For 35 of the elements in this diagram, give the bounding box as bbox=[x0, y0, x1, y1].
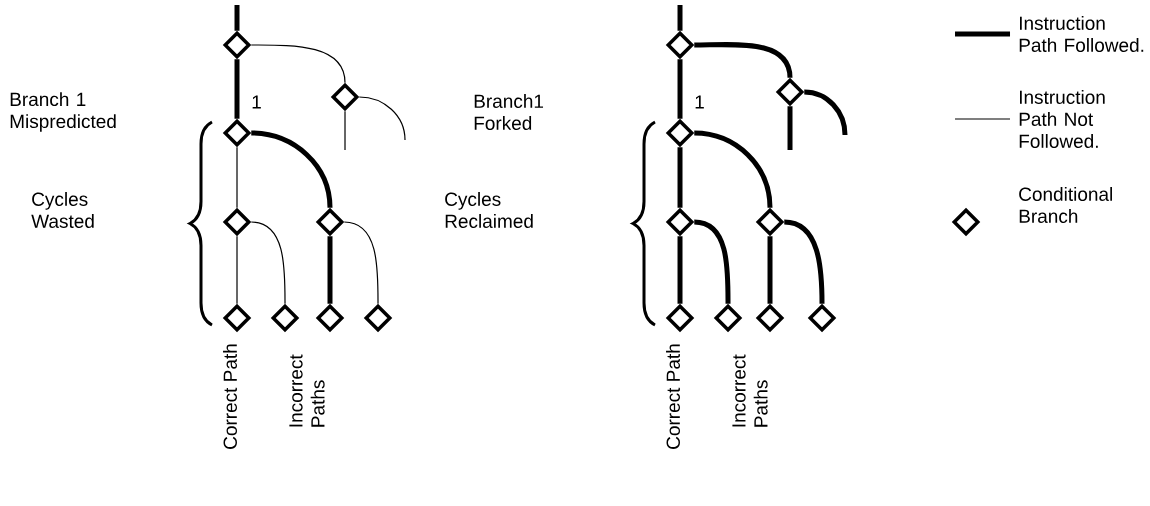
path-line bbox=[236, 146, 238, 209]
path-label: Incorrect Paths bbox=[732, 354, 768, 427]
legend-text: Instruction Path Followed. bbox=[1019, 16, 1144, 52]
cycles-label: Cycles Wasted bbox=[31, 192, 94, 228]
path-line bbox=[250, 44, 346, 84]
path-line bbox=[804, 89, 848, 136]
path-line bbox=[784, 219, 825, 304]
path-line bbox=[234, 59, 240, 119]
path-line bbox=[234, 5, 240, 31]
branch-number: 1 bbox=[252, 95, 261, 109]
path-line bbox=[344, 110, 346, 151]
path-line bbox=[694, 42, 793, 79]
legend-text: Conditional Branch bbox=[1019, 187, 1112, 223]
cycles-label: Cycles Reclaimed bbox=[445, 192, 533, 228]
branch-label: Branch1 Forked bbox=[474, 94, 544, 130]
path-label: Correct Path bbox=[666, 344, 680, 449]
path-line bbox=[677, 5, 683, 31]
path-line bbox=[767, 236, 773, 304]
path-line bbox=[327, 236, 333, 304]
branch-number: 1 bbox=[695, 95, 704, 109]
path-label: Correct Path bbox=[223, 344, 237, 449]
path-line bbox=[677, 59, 683, 119]
path-line bbox=[787, 106, 793, 150]
branch-label: Branch 1 Mispredicted bbox=[10, 92, 116, 132]
path-line bbox=[236, 235, 238, 305]
path-line bbox=[677, 236, 683, 304]
path-line bbox=[251, 130, 333, 208]
path-line bbox=[358, 96, 406, 141]
path-line bbox=[343, 221, 379, 305]
path-line bbox=[677, 147, 683, 208]
path-line bbox=[250, 221, 286, 305]
path-label: Incorrect Paths bbox=[289, 354, 325, 427]
path-line bbox=[693, 219, 731, 304]
legend-text: Instruction Path Not Followed. bbox=[1019, 90, 1105, 148]
path-line bbox=[694, 130, 773, 208]
